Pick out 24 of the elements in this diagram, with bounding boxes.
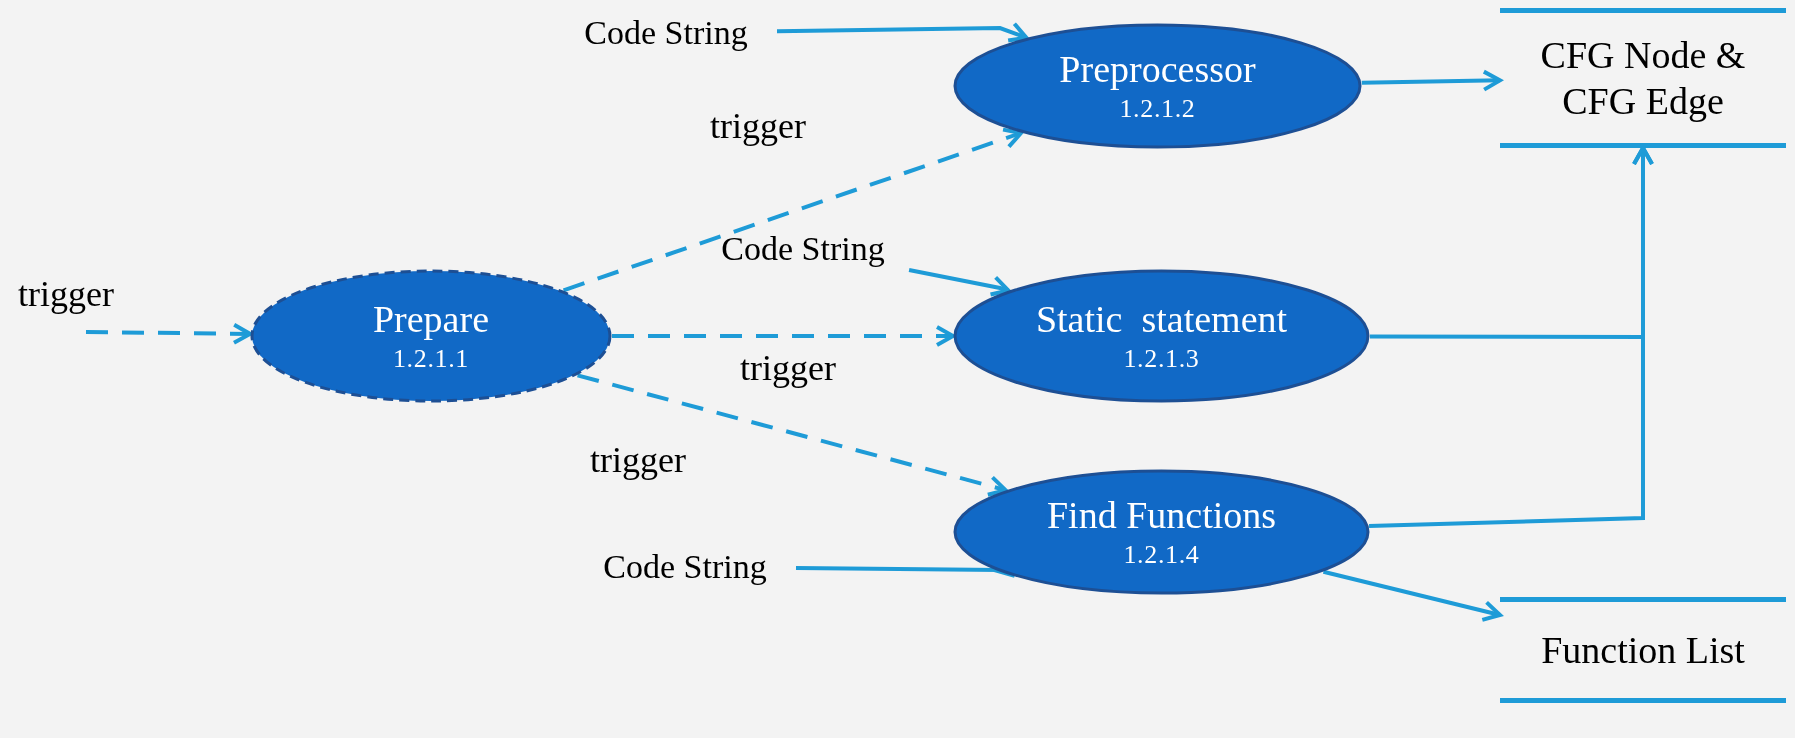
process-name: Find Functions xyxy=(1046,493,1277,538)
input-label: Code String xyxy=(574,546,796,588)
arrow xyxy=(908,268,1011,297)
store-name: CFG Node & CFG Edge xyxy=(1539,33,1747,124)
arrow xyxy=(1361,69,1502,92)
dashed-arrow xyxy=(612,325,955,347)
arrow xyxy=(1369,146,1654,528)
store-name: Function List xyxy=(1541,628,1745,673)
arrow xyxy=(776,21,1029,43)
dashed-arrow xyxy=(577,373,1008,497)
input-label: Code String xyxy=(692,228,914,270)
process-name: Preprocessor xyxy=(1059,47,1256,92)
process-number: 1.2.1.3 xyxy=(1123,343,1200,375)
process-number: 1.2.1.1 xyxy=(392,343,470,375)
process-number: 1.2.1.2 xyxy=(1119,93,1196,125)
arrow xyxy=(1322,569,1502,622)
input-label: Code String xyxy=(555,12,777,54)
data-store xyxy=(1500,597,1786,703)
process-number: 1.2.1.4 xyxy=(1123,539,1200,571)
dashed-arrow xyxy=(562,127,1024,293)
process-name: Prepare xyxy=(372,297,489,342)
dashed-arrow xyxy=(85,322,253,345)
data-store xyxy=(1500,8,1786,148)
process-name: Static statement xyxy=(1035,297,1288,342)
